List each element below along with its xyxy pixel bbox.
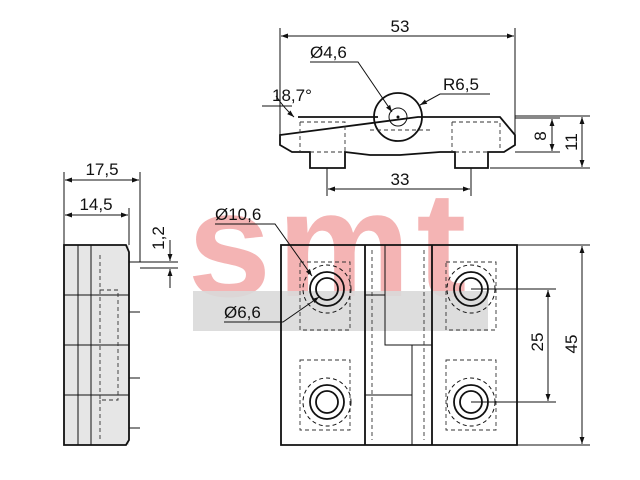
dim-total-depth: 17,5 [85,160,118,179]
dim-pin-diameter: Ø4,6 [310,43,347,62]
leader-hole [224,296,320,323]
dim-lip: 1,2 [149,226,168,250]
side-view-outline [63,244,130,446]
front-view-hidden-lines [299,250,497,440]
mounting-hole-bottom-left [302,377,352,427]
dim-outer-height: 11 [562,133,581,151]
side-view-hidden-lines [99,255,119,440]
knuckle-outline [373,92,423,142]
dim-knuckle-radius: R6,5 [443,75,479,94]
dim-chamfer-angle: 18,7° [272,86,312,105]
dim-hole-spacing: 25 [528,333,547,352]
angle-arc [275,95,295,118]
leader-knuckle-radius [419,93,490,106]
knuckle-segments [365,245,432,445]
angle-reference-lines [262,90,292,125]
dim-counterbore: Ø10,6 [215,205,261,224]
top-view-outline [279,116,516,169]
side-view-segments [64,245,129,445]
dim-inner-height: 8 [531,131,550,140]
dim-overall-width: 53 [391,17,410,36]
mounting-hole-top-left [302,264,352,314]
top-view-hidden-lines [299,121,501,153]
watermark-bar [193,291,488,331]
top-view: 53 Ø4,6 R6,5 18,7° 8 11 33 [262,17,590,196]
front-view: Ø10,6 Ø6,6 25 45 [215,205,590,446]
dim-boss-spacing: 33 [391,170,410,189]
side-view: 17,5 14,5 1,2 [63,160,178,446]
dim-hole: Ø6,6 [224,303,261,322]
dim-height: 45 [562,335,581,354]
leader-pin-diameter [310,61,393,113]
pin-center [396,115,400,119]
side-view-pegs [129,261,140,429]
leader-counterbore [215,223,313,277]
pin-circle [388,107,408,127]
dim-body-depth: 14,5 [79,195,112,214]
